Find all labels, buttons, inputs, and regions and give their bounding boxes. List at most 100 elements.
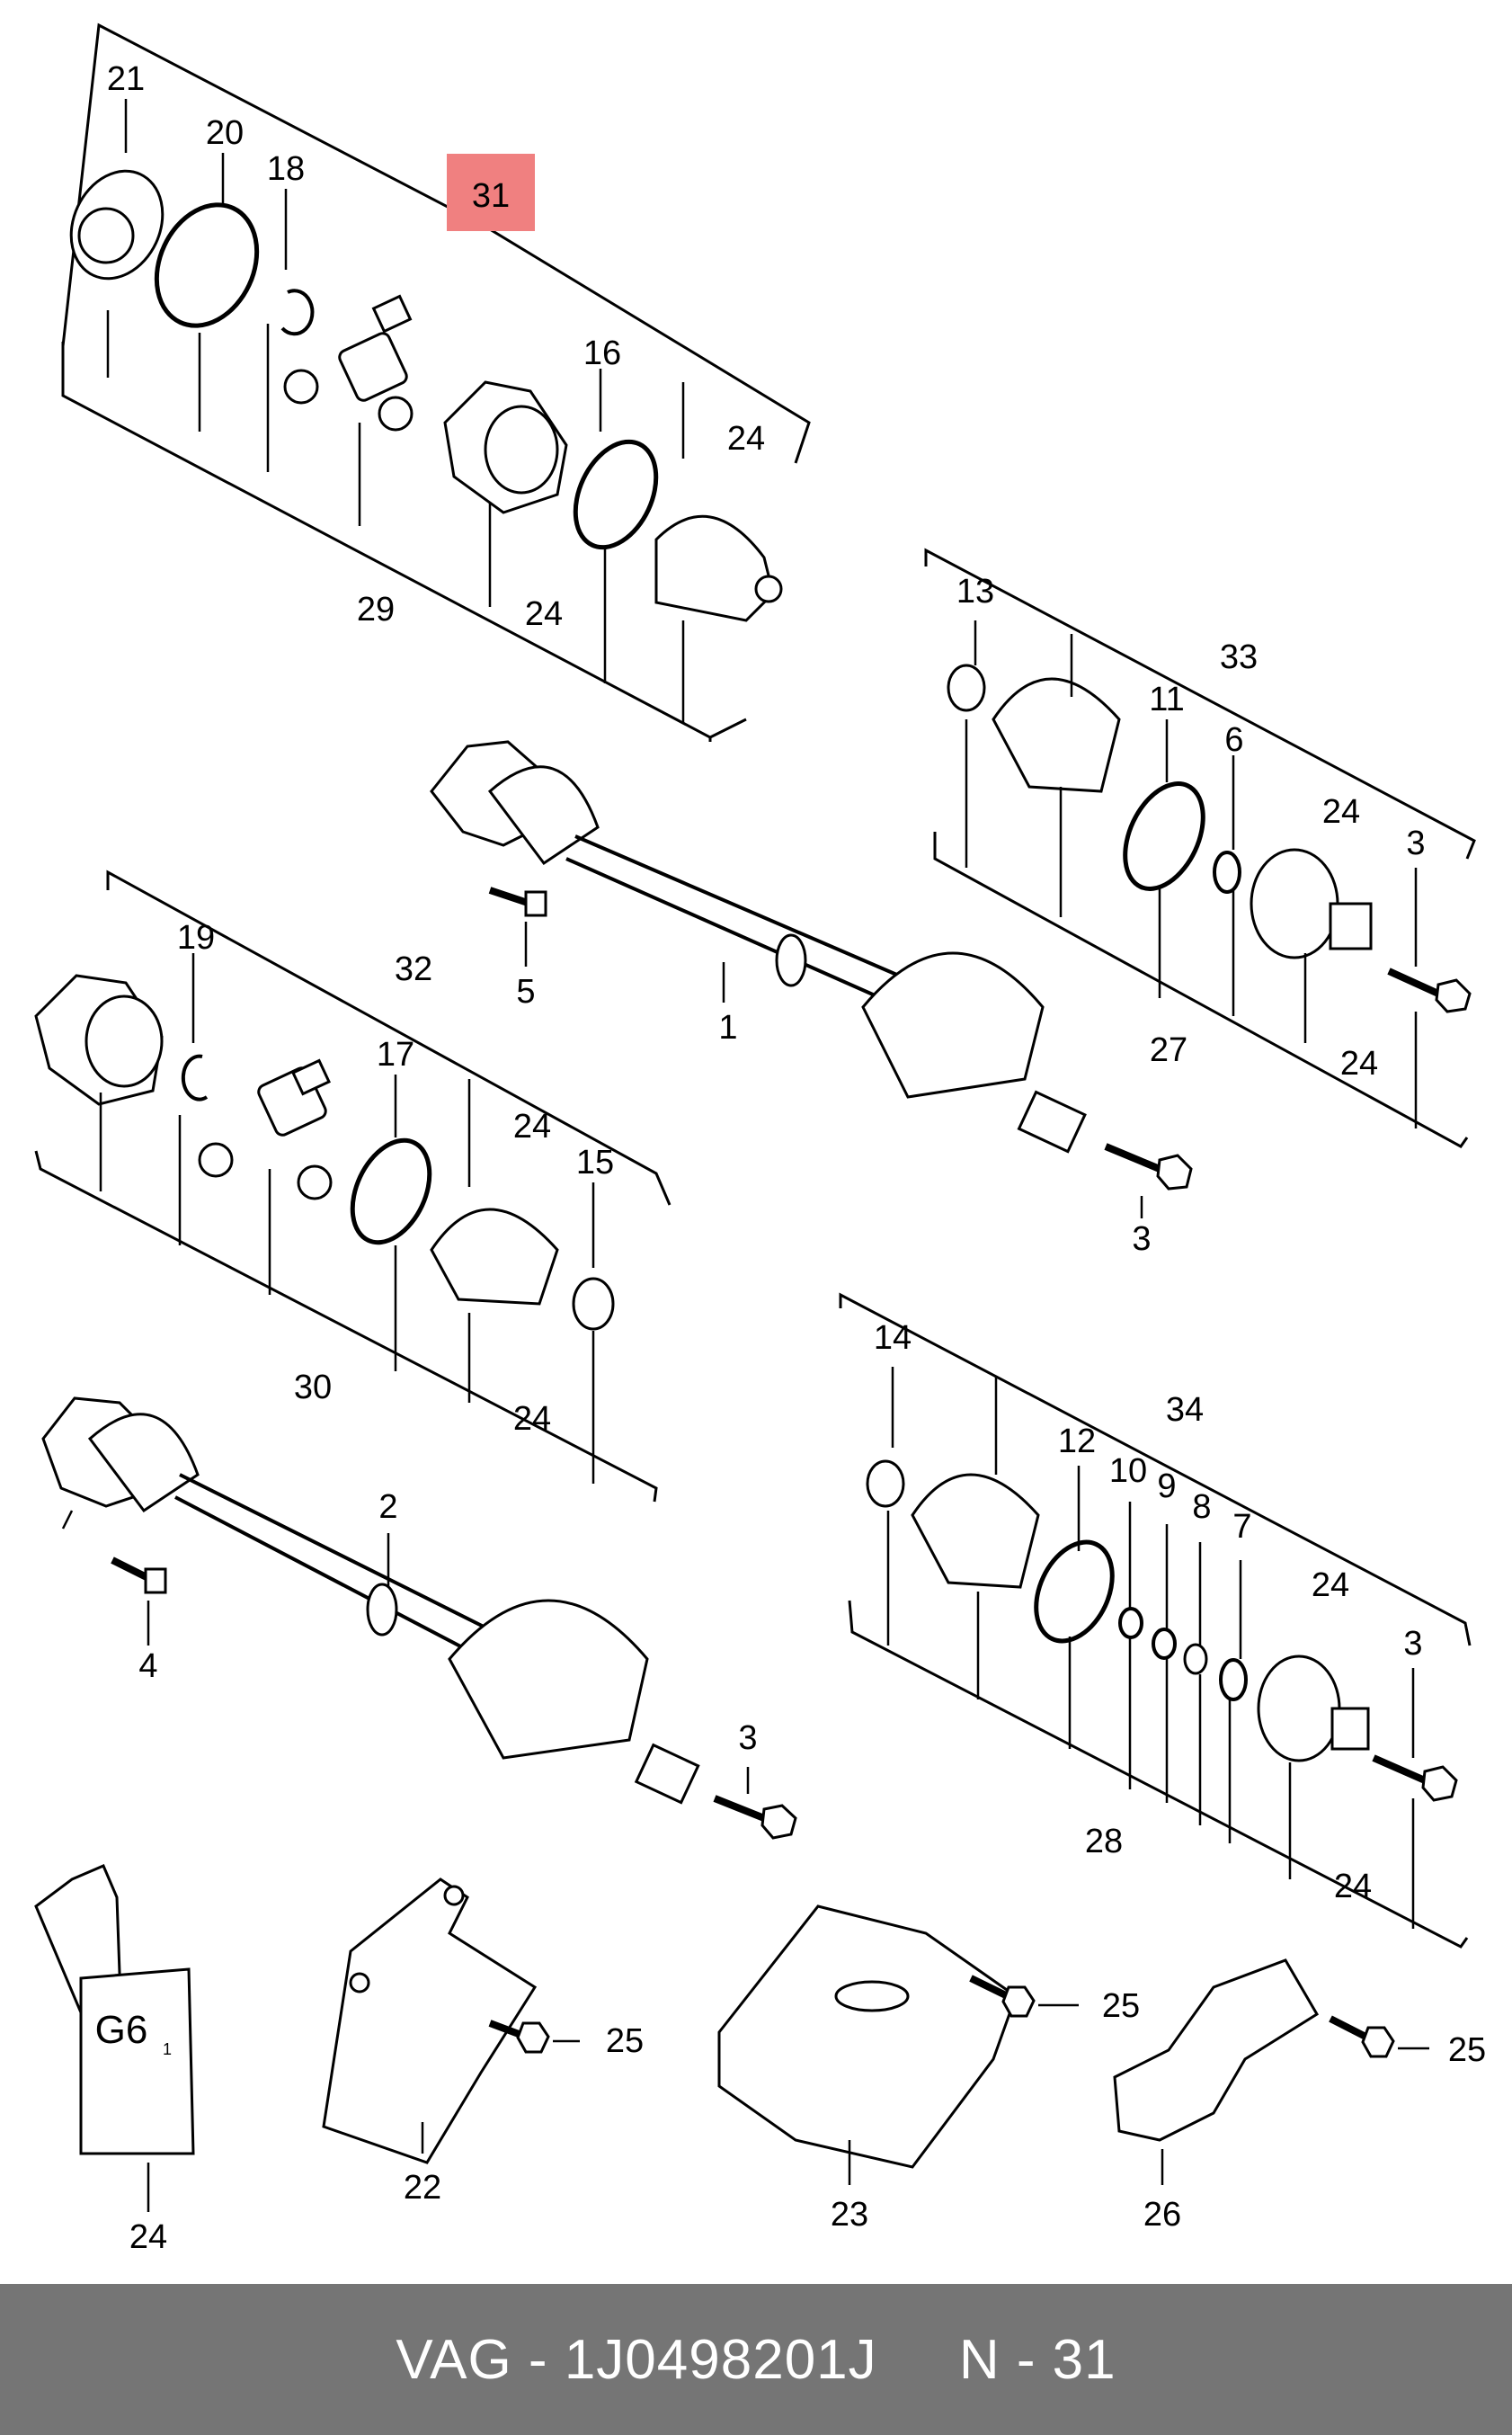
cv-joint-34[interactable]	[1257, 1655, 1370, 1762]
circlip-18[interactable]	[280, 289, 315, 336]
callout-24f: 24	[513, 1400, 551, 1438]
bolt-4[interactable]	[111, 1556, 167, 1594]
callout-9: 9	[1157, 1467, 1176, 1505]
callout-12: 12	[1058, 1423, 1096, 1460]
boot-33[interactable]	[992, 677, 1121, 793]
callout-24a: 24	[727, 420, 765, 458]
callout-22: 22	[404, 2169, 441, 2207]
callout-10: 10	[1109, 1452, 1147, 1490]
callout-7: 7	[1232, 1508, 1251, 1546]
callout-24h: 24	[1334, 1868, 1372, 1905]
cv-joint-33[interactable]	[1250, 848, 1373, 959]
svg-text:1: 1	[163, 2040, 172, 2058]
clamp-15[interactable]	[572, 1277, 615, 1331]
callout-25c: 25	[1448, 2031, 1486, 2069]
bolt-3-shaft1[interactable]	[1104, 1143, 1193, 1191]
callout-11: 11	[1149, 681, 1184, 718]
callout-15: 15	[576, 1144, 614, 1182]
callout-30: 30	[294, 1369, 332, 1406]
clamp-band-17[interactable]	[337, 1128, 445, 1255]
svg-text:G6: G6	[95, 2008, 148, 2052]
clamp-band-12[interactable]	[1021, 1530, 1127, 1653]
boot-top[interactable]	[654, 514, 783, 622]
callout-24d: 24	[1340, 1045, 1378, 1083]
ring-9[interactable]	[1152, 1628, 1177, 1660]
heat-shield-23[interactable]	[717, 1904, 1018, 2169]
heat-shield-22[interactable]	[322, 1878, 538, 2164]
bolt-25a[interactable]	[488, 2020, 550, 2054]
callout-19: 19	[177, 919, 215, 957]
tripod-joint[interactable]	[283, 294, 414, 432]
circlip-19[interactable]	[181, 1054, 209, 1102]
kit-frame-32	[34, 870, 672, 1503]
callout-5: 5	[516, 973, 535, 1011]
part-number: 1J0498201J	[564, 2328, 877, 2391]
callout-8: 8	[1192, 1488, 1211, 1526]
callout-34: 34	[1166, 1391, 1204, 1429]
callout-24i: 24	[129, 2218, 167, 2256]
callout-23: 23	[831, 2196, 868, 2234]
diagram-ref: N - 31	[958, 2328, 1116, 2391]
tripod-joint-32[interactable]	[198, 1058, 333, 1200]
callout-3a: 3	[1132, 1220, 1151, 1258]
clamp-band-16[interactable]	[560, 429, 672, 560]
callout-4: 4	[138, 1647, 157, 1685]
callout-18: 18	[267, 150, 305, 188]
ring-8[interactable]	[1183, 1643, 1208, 1675]
callout-17: 17	[377, 1036, 414, 1074]
callout-3b: 3	[1406, 825, 1425, 862]
callout-16: 16	[583, 334, 621, 372]
callout-25b: 25	[1102, 1987, 1140, 2025]
circlip-6[interactable]	[1213, 851, 1241, 894]
joint-housing-32[interactable]	[34, 974, 164, 1106]
bolt-3-g33[interactable]	[1387, 968, 1472, 1013]
bolt-3-g34[interactable]	[1372, 1754, 1458, 1802]
callout-20: 20	[206, 114, 244, 152]
callout-29: 29	[357, 591, 395, 629]
drive-shaft-2[interactable]	[41, 1396, 700, 1805]
callout-25a: 25	[606, 2022, 644, 2060]
drive-shaft-1[interactable]	[430, 740, 1087, 1154]
boot-32[interactable]	[430, 1208, 559, 1306]
separator: -	[528, 2328, 548, 2391]
callout-21: 21	[107, 60, 145, 98]
part-info-text: VAG - 1J0498201J N - 31	[396, 2328, 1116, 2392]
callout-32: 32	[395, 950, 432, 988]
bolt-25b[interactable]	[969, 1975, 1036, 2018]
clamp-13[interactable]	[947, 664, 986, 712]
highlight-callout-31[interactable]: 31	[447, 154, 535, 231]
svg-text:31: 31	[472, 177, 510, 215]
callout-1: 1	[718, 1009, 737, 1047]
part-info-footer: VAG - 1J0498201J N - 31	[0, 2284, 1512, 2435]
callout-2: 2	[378, 1488, 397, 1526]
callout-24g: 24	[1312, 1566, 1349, 1604]
bolt-5[interactable]	[488, 887, 547, 917]
kit-frame-33	[924, 548, 1476, 1148]
exploded-parts-diagram: 31 21 20 18 16 24 29 24	[34, 22, 1486, 2256]
callout-24b: 24	[525, 595, 563, 633]
callout-24c: 24	[1322, 793, 1360, 831]
callout-6: 6	[1224, 721, 1243, 759]
joint-housing-flange[interactable]	[443, 380, 568, 514]
callout-26: 26	[1143, 2196, 1181, 2234]
callout-33: 33	[1220, 638, 1258, 676]
callout-24e: 24	[513, 1108, 551, 1146]
bolt-25c[interactable]	[1329, 2015, 1395, 2058]
callout-14: 14	[874, 1319, 912, 1357]
boot-34[interactable]	[911, 1473, 1040, 1589]
clamp-14[interactable]	[866, 1459, 905, 1508]
callout-13: 13	[956, 573, 994, 611]
callout-28: 28	[1085, 1823, 1123, 1860]
callout-3c: 3	[738, 1719, 757, 1757]
grease-tube-24[interactable]: G6 1	[34, 1864, 195, 2155]
callout-3d: 3	[1403, 1625, 1422, 1663]
gasket-ring-20[interactable]	[138, 189, 275, 343]
bolt-3-shaft2[interactable]	[713, 1795, 797, 1840]
ring-10[interactable]	[1118, 1607, 1143, 1639]
bracket-26[interactable]	[1113, 1958, 1320, 2142]
brand-label: VAG	[396, 2328, 512, 2391]
seal-cap-21[interactable]	[54, 156, 179, 294]
circlip-7[interactable]	[1219, 1658, 1248, 1701]
kit-frame-31	[61, 22, 811, 742]
clamp-band-11[interactable]	[1109, 772, 1218, 902]
